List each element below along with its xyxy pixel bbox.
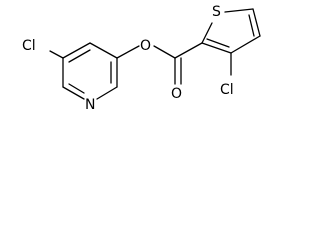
bond	[174, 42, 203, 59]
atom-cl-pyridine: Cl	[22, 38, 36, 54]
atom-o-carbonyl: O	[171, 86, 182, 102]
double-bond-inner	[206, 38, 230, 48]
bond	[252, 8, 261, 37]
atom-s-thiophene: S	[212, 4, 221, 20]
bond	[89, 42, 118, 59]
bond	[230, 35, 261, 54]
bond	[62, 42, 91, 59]
bond	[201, 42, 232, 54]
pyridine-ring	[62, 42, 118, 100]
bond	[116, 45, 140, 59]
bond	[153, 45, 176, 59]
chemical-structure: Cl N O O S Cl	[22, 4, 261, 113]
bond	[49, 50, 64, 59]
bond	[96, 86, 118, 100]
bond	[201, 22, 213, 44]
double-bond-inner	[68, 49, 91, 63]
double-bond-inner	[248, 14, 255, 37]
thiophene-ring: S	[201, 4, 261, 54]
atom-o-ester: O	[140, 38, 151, 54]
bond	[224, 8, 254, 13]
atom-cl-thiophene: Cl	[220, 82, 234, 98]
bond	[62, 86, 85, 100]
double-bond-inner	[68, 83, 85, 94]
atom-n-pyridine: N	[85, 97, 95, 113]
